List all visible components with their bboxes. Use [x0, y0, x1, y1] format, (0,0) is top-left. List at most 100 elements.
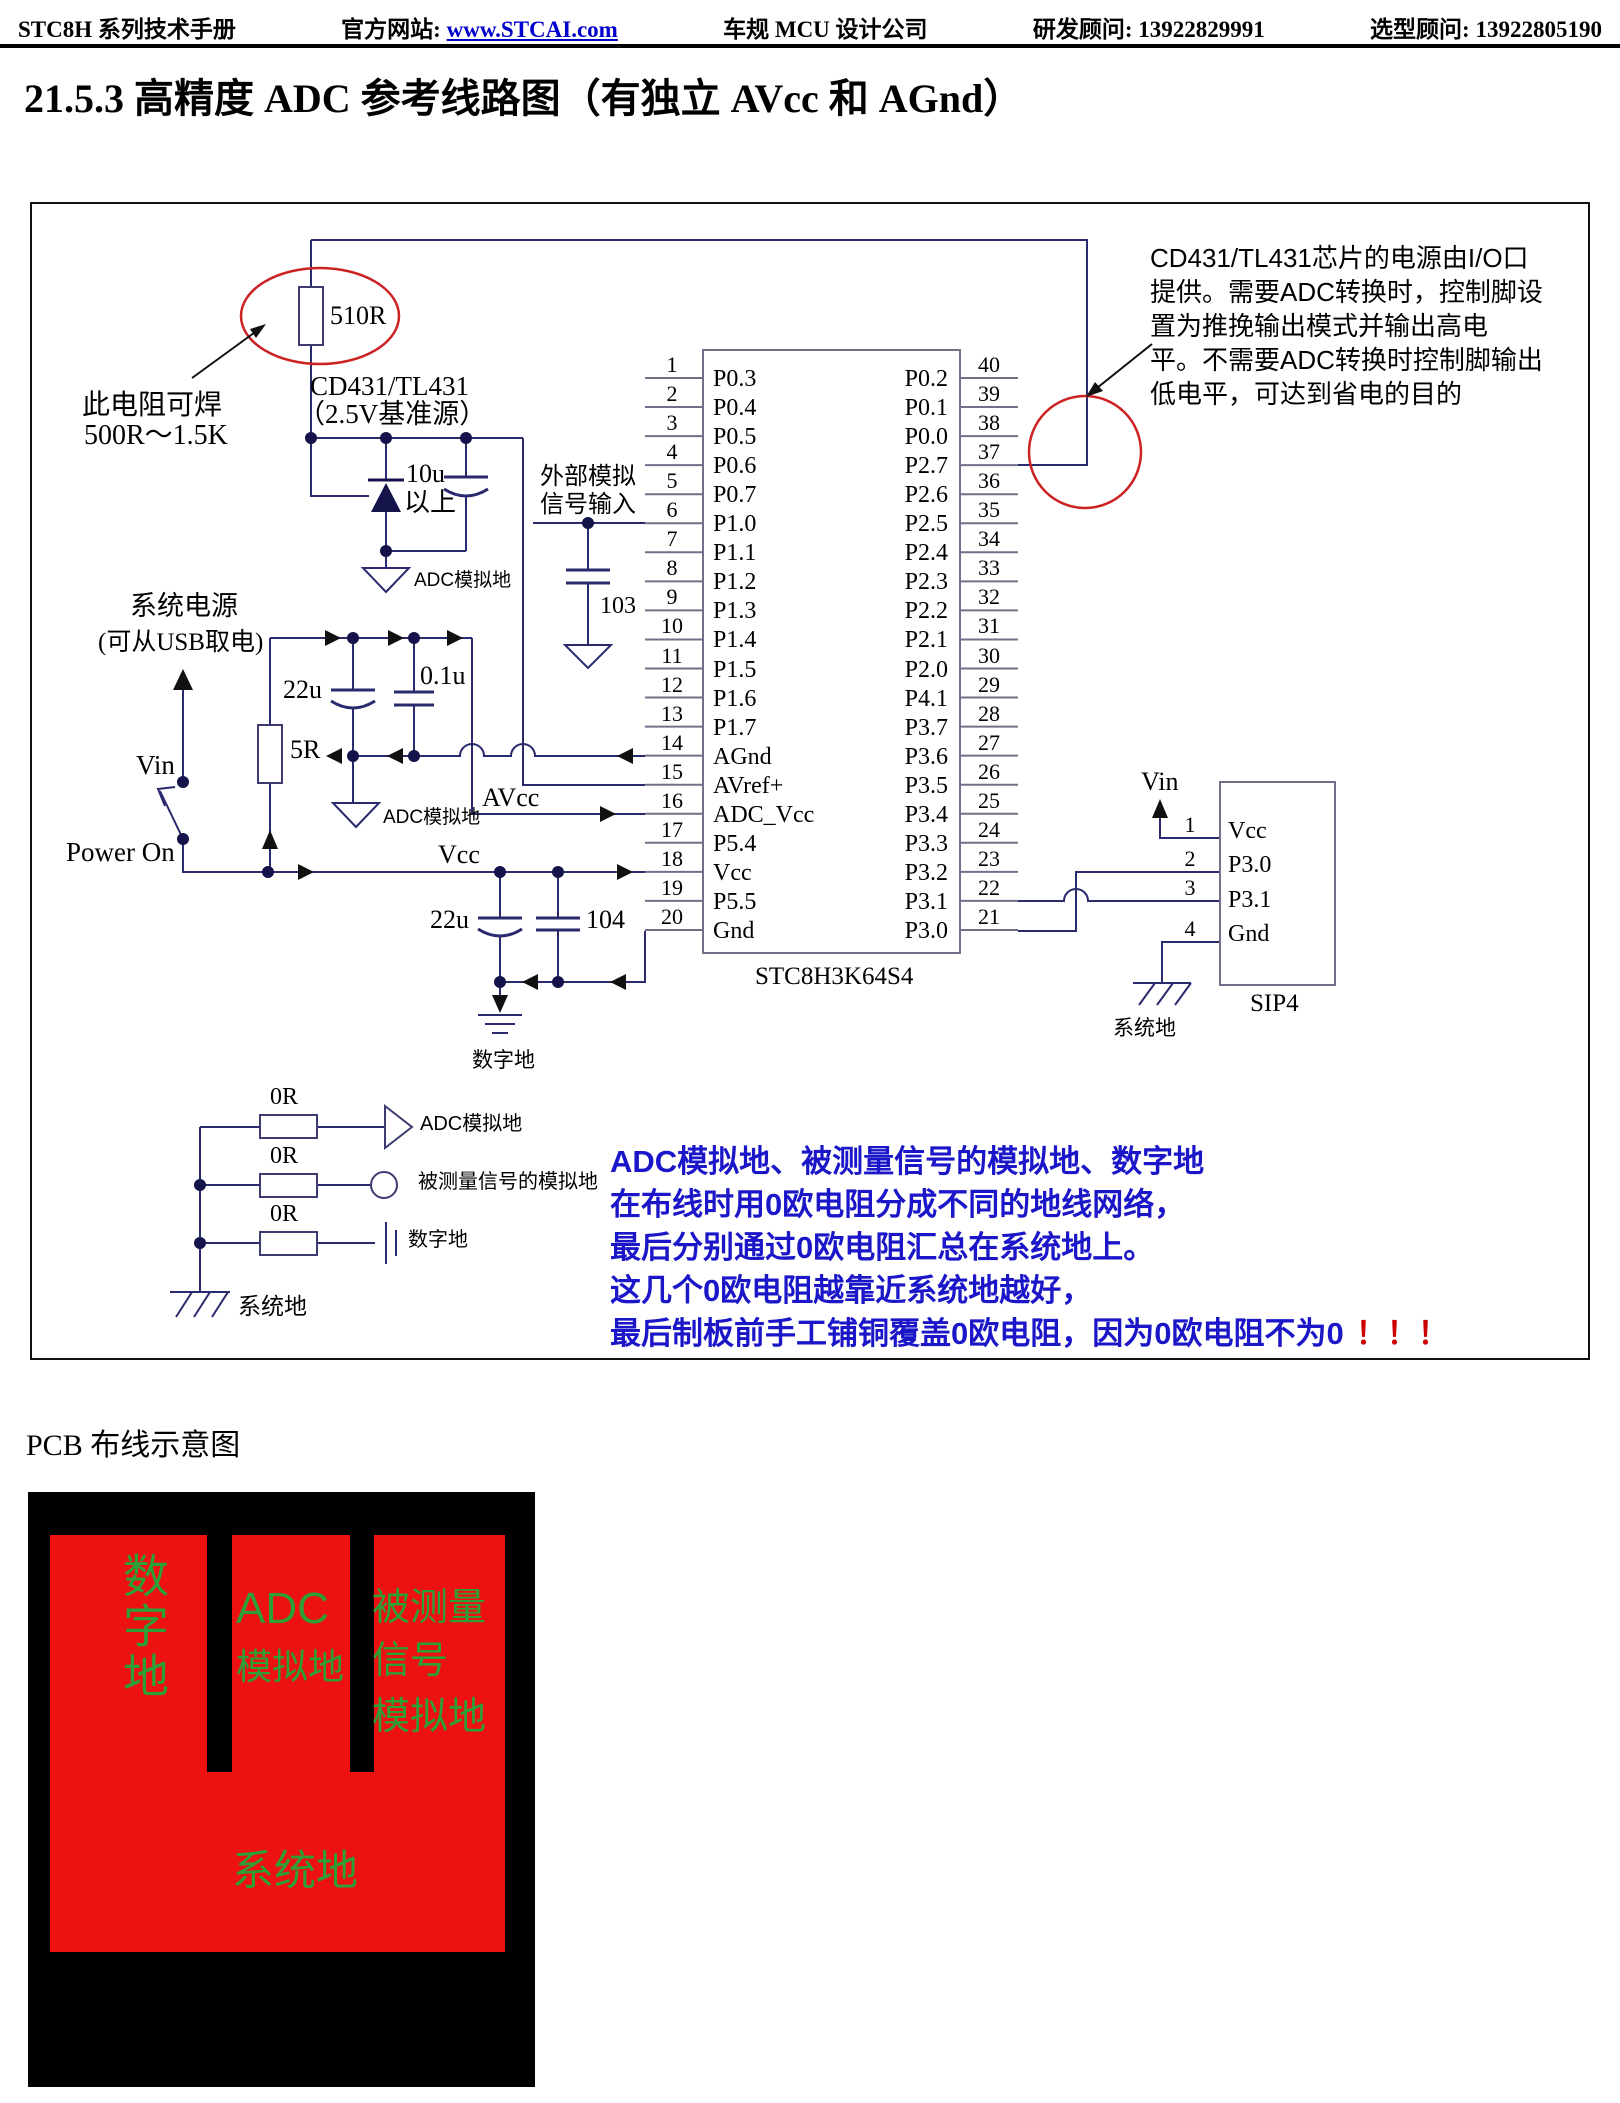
ext-analog-input-line2: 信号输入	[540, 491, 636, 518]
capacitor-plates	[330, 475, 610, 938]
sip-name: SIP4	[1250, 990, 1299, 1017]
cap-22u-a	[330, 688, 376, 710]
cap-103	[566, 568, 610, 585]
pin-label: AGnd	[713, 743, 772, 770]
pin-number: 22	[978, 874, 1000, 900]
website-link[interactable]: www.STCAI.com	[446, 17, 618, 42]
right-note-line4: 平。不需要ADC转换时控制脚输出	[1150, 345, 1543, 375]
sip-pin-number: 3	[1184, 875, 1196, 900]
adc-analog-ground-label-1: ADC模拟地	[414, 570, 512, 591]
pin-label: P3.3	[904, 830, 948, 857]
power-up-arrow	[173, 669, 193, 690]
label-510r: 510R	[330, 301, 387, 330]
pin-label: P2.4	[904, 540, 948, 567]
pin-label: P0.5	[713, 424, 757, 451]
pin-number: 5	[666, 468, 678, 494]
pin-label: P3.7	[904, 714, 948, 741]
pin-label: P1.5	[713, 656, 757, 683]
label-103: 103	[600, 593, 636, 619]
pin-number: 36	[978, 468, 1000, 494]
legend-net-digital-ground: 数字地	[408, 1229, 468, 1251]
label-5r: 5R	[290, 735, 321, 764]
wires	[156, 239, 1220, 1292]
measured-signal-ground-symbol-legend	[370, 1171, 398, 1199]
pin-label: P2.1	[904, 627, 948, 654]
pin-number: 40	[978, 352, 1000, 377]
pin-label: P1.3	[713, 598, 757, 625]
pin-number: 4	[666, 439, 678, 465]
pin-number: 30	[978, 642, 1000, 668]
cap-0.1u	[394, 690, 434, 707]
pin-number: 2	[666, 381, 678, 407]
pin-number: 13	[661, 700, 683, 726]
cap-10u	[443, 475, 489, 498]
blue-note-line4: 这几个0欧电阻越靠近系统地越好，	[610, 1273, 1093, 1308]
pin-label: P1.7	[713, 714, 757, 741]
digital-ground-label: 数字地	[472, 1049, 535, 1072]
pin-number: 32	[978, 584, 1000, 610]
pin-number: 19	[661, 874, 683, 900]
right-note-line2: 提供。需要ADC转换时，控制脚设	[1150, 277, 1543, 307]
pin-number: 3	[666, 410, 678, 436]
pin-label: P2.5	[904, 511, 948, 538]
red-circle-io-wire	[1027, 394, 1143, 510]
resistor-tip-line2: 500R～1.5K	[84, 420, 228, 451]
right-note-line1: CD431/TL431芯片的电源由I/O口	[1150, 243, 1529, 273]
resistor-0r-1	[259, 1114, 318, 1139]
pin-label: P3.4	[904, 801, 948, 828]
pin-number: 10	[661, 613, 683, 639]
adc-analog-ground-label-2: ADC模拟地	[383, 807, 481, 828]
pin-number: 33	[978, 555, 1000, 581]
pin-label: P0.1	[904, 395, 948, 422]
pin-number: 9	[666, 584, 678, 610]
regulator-name: CD431/TL431	[310, 371, 469, 401]
pin-label: P0.7	[713, 482, 757, 509]
adc-analog-ground-3	[562, 644, 614, 670]
header-rule	[0, 44, 1620, 48]
sip-pin-label: Gnd	[1228, 921, 1270, 947]
label-10u: 10u	[406, 459, 445, 488]
system-ground-label-left: 系统地	[238, 1293, 307, 1319]
pin-number: 34	[978, 526, 1000, 552]
resistor-0r-3	[259, 1231, 318, 1256]
pcb-slot-1	[207, 1535, 232, 1772]
blue-note-line5-text: 最后制板前手工铺铜覆盖0欧电阻，因为0欧电阻不为0	[610, 1316, 1344, 1351]
legend-net-measured-ground: 被测量信号的模拟地	[418, 1171, 598, 1193]
junction-dots	[177, 432, 594, 1249]
pin-label: P0.6	[713, 453, 757, 480]
pin-label: Vcc	[713, 859, 752, 886]
pin-number: 11	[661, 642, 683, 668]
pcb-slot-2	[350, 1535, 374, 1772]
pcb-zone-digital-ground: 数字地	[117, 1552, 169, 1702]
label-104: 104	[586, 905, 625, 934]
chip-name: STC8H3K64S4	[755, 963, 914, 990]
ground-symbols	[170, 567, 1192, 1318]
manual-title: STC8H 系列技术手册	[18, 17, 236, 42]
sip-pin-number: 2	[1184, 846, 1196, 871]
pcb-caption: PCB 布线示意图	[26, 1429, 241, 1462]
pin-label: P2.7	[904, 453, 948, 480]
pin-label: P1.6	[713, 685, 757, 712]
label-22u-a: 22u	[283, 675, 322, 704]
pin-label: P3.5	[904, 772, 948, 799]
pcb-zone-signal-line2: 信号	[372, 1640, 449, 1682]
label-0r-3: 0R	[270, 1201, 299, 1227]
pin-label: P4.1	[904, 685, 948, 712]
pin-label: P1.2	[713, 569, 757, 596]
pin-label: P0.2	[904, 366, 948, 392]
label-22u-b: 22u	[430, 905, 469, 934]
vin-label-right: Vin	[1141, 767, 1179, 796]
vin-label-left: Vin	[136, 750, 175, 780]
regulator-subtitle: （2.5V基准源）	[298, 399, 487, 429]
pin-number: 29	[978, 671, 1000, 697]
pcb-copper-zone	[50, 1535, 505, 1952]
pin-number: 23	[978, 845, 1000, 871]
page-header: STC8H 系列技术手册 官方网站: www.STCAI.com 车规 MCU …	[0, 10, 1620, 44]
ext-analog-input-line1: 外部模拟	[540, 463, 636, 490]
components	[257, 286, 414, 1256]
label-0r-2: 0R	[270, 1143, 299, 1169]
sip-pin-label: P3.1	[1228, 887, 1272, 913]
pin-label: P5.4	[713, 830, 757, 857]
